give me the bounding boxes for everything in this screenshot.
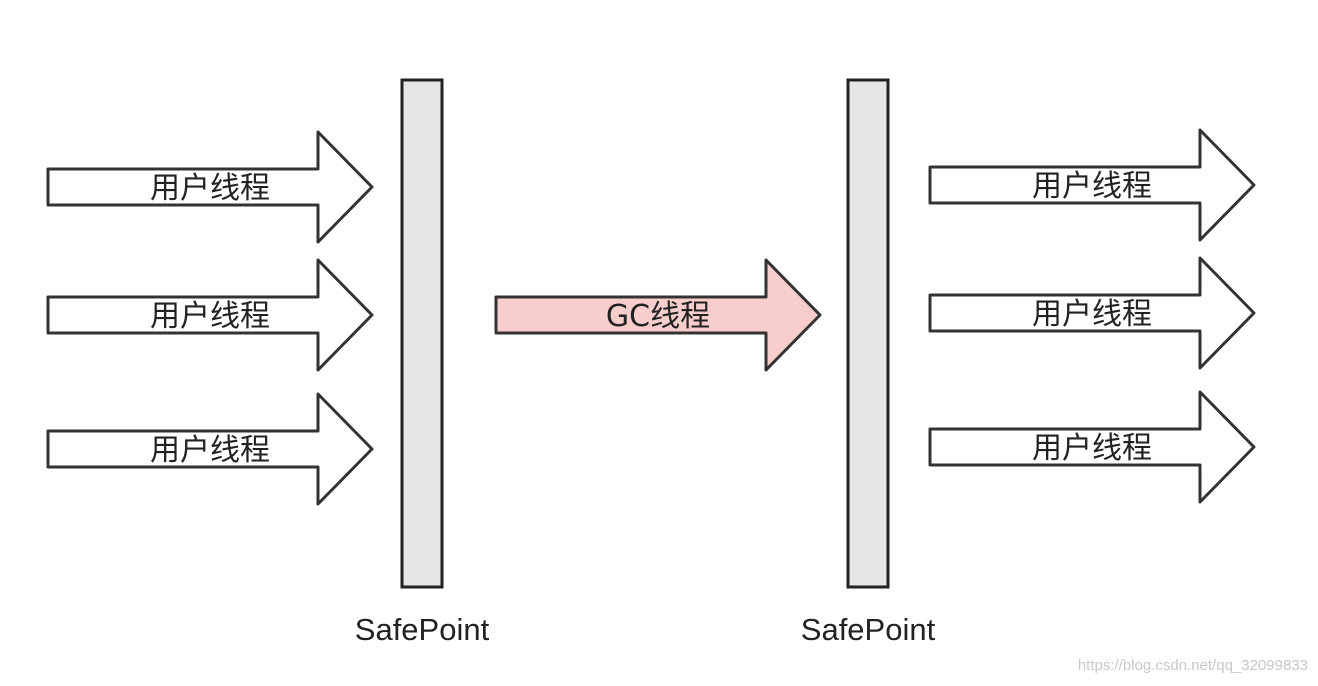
user-thread-label: 用户线程 xyxy=(150,299,270,334)
user-thread-arrow-right-3: 用户线程 xyxy=(928,390,1256,504)
user-thread-arrow-left-3: 用户线程 xyxy=(46,392,374,506)
user-thread-label: 用户线程 xyxy=(150,433,270,468)
arrow-shape xyxy=(46,392,374,506)
gc-thread-arrow: GC线程 xyxy=(494,258,822,372)
user-thread-label: 用户线程 xyxy=(1032,297,1152,332)
user-thread-arrow-left-1: 用户线程 xyxy=(46,130,374,244)
user-thread-label: 用户线程 xyxy=(1032,169,1152,204)
arrow-shape xyxy=(494,258,822,372)
arrow-shape xyxy=(928,128,1256,242)
safepoint-label: SafePoint xyxy=(355,612,490,647)
user-thread-arrow-left-2: 用户线程 xyxy=(46,258,374,372)
gc-thread-label: GC线程 xyxy=(606,299,710,334)
arrow-shape xyxy=(928,390,1256,504)
safepoint-bar-shape xyxy=(400,78,444,589)
safepoint-bar-shape xyxy=(846,78,890,589)
user-thread-arrow-right-2: 用户线程 xyxy=(928,256,1256,370)
arrow-shape xyxy=(928,256,1256,370)
safepoint-label: SafePoint xyxy=(801,612,936,647)
safepoint-bar-right: SafePoint xyxy=(801,78,936,647)
watermark: https://blog.csdn.net/qq_32099833 xyxy=(1077,657,1308,674)
user-thread-arrow-right-1: 用户线程 xyxy=(928,128,1256,242)
arrow-shape xyxy=(46,258,374,372)
user-thread-label: 用户线程 xyxy=(1032,431,1152,466)
safepoint-bar-left: SafePoint xyxy=(355,78,490,647)
arrow-shape xyxy=(46,130,374,244)
user-thread-label: 用户线程 xyxy=(150,171,270,206)
